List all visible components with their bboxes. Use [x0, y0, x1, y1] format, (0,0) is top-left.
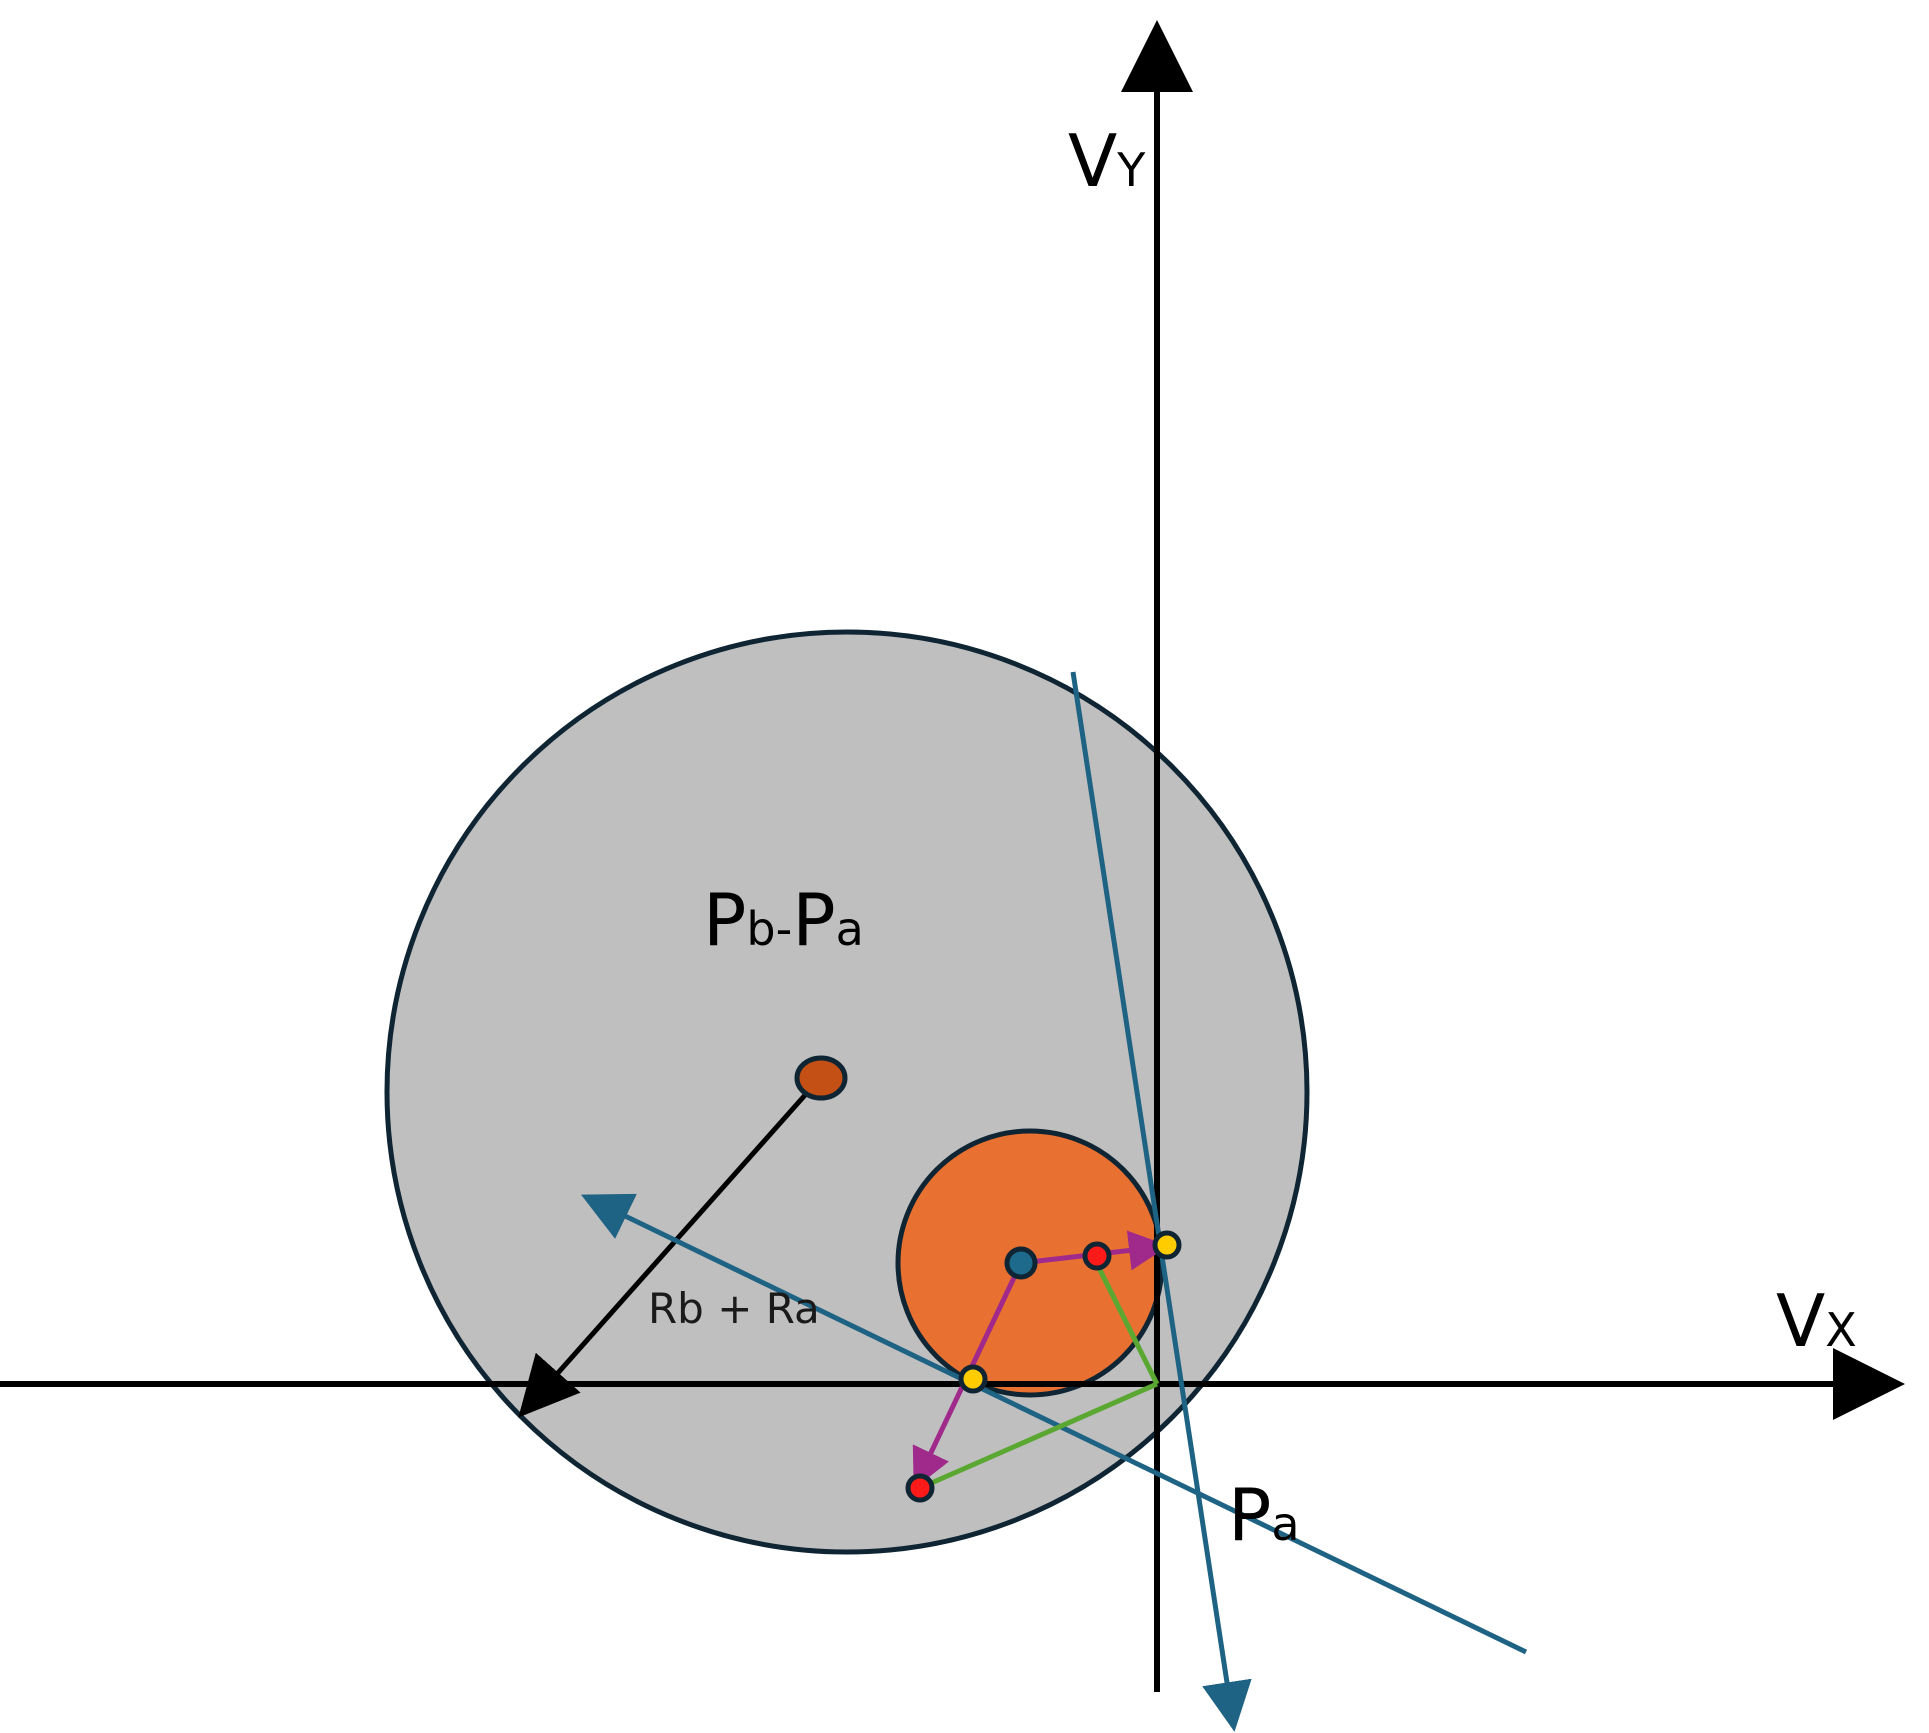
radius-label: Rb + Ra [648, 1284, 820, 1333]
vy-label: VY [1068, 119, 1146, 203]
radius-arrow [518, 1092, 808, 1418]
steep-teal-arrow [1070, 671, 1252, 1732]
relative-position-circle [384, 629, 1310, 1555]
velocity-center-dot [1004, 1246, 1038, 1280]
green-line-lower [918, 1381, 1159, 1491]
red-dot-lower [905, 1473, 935, 1503]
obstacle-center-dot [794, 1055, 848, 1101]
vx-label: VX [1776, 1279, 1857, 1363]
pb-pa-label: Pb-Pa [703, 878, 864, 962]
green-line-upper [1094, 1262, 1160, 1386]
red-dot-upper [1082, 1241, 1112, 1271]
yellow-dot-right [1152, 1230, 1182, 1260]
pa-label: Pa [1228, 1473, 1300, 1557]
yellow-dot-lower [958, 1364, 988, 1394]
